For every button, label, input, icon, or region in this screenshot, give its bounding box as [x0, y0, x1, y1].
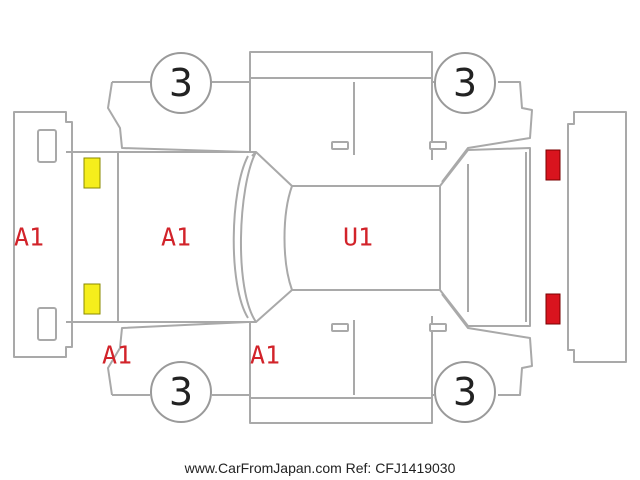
- tire-front-right: 3: [150, 361, 212, 423]
- front-fog-light-lower: [83, 283, 101, 315]
- footer-reference: www.CarFromJapan.com Ref: CFJ1419030: [184, 460, 456, 476]
- mark-front-door-lower: A1: [250, 341, 280, 370]
- tire-rear-right: 3: [434, 361, 496, 423]
- mark-front-bumper: A1: [14, 223, 44, 252]
- tire-rear-right-label: 3: [453, 370, 477, 414]
- front-fog-light-upper: [83, 157, 101, 189]
- car-body-top-view: [66, 147, 531, 327]
- tire-front-left-label: 3: [169, 61, 193, 105]
- tire-front-left: 3: [150, 52, 212, 114]
- rear-tail-light-lower: [545, 293, 561, 325]
- side-panel-bottom: [107, 293, 533, 424]
- rear-tail-light-upper: [545, 149, 561, 181]
- tire-front-right-label: 3: [169, 370, 193, 414]
- tire-rear-left: 3: [434, 52, 496, 114]
- mark-roof: U1: [343, 223, 373, 252]
- side-panel-top: [107, 51, 533, 183]
- tire-rear-left-label: 3: [453, 61, 477, 105]
- mark-front-fender-lower: A1: [102, 341, 132, 370]
- rear-bumper: [567, 111, 627, 363]
- front-bumper: [13, 111, 73, 358]
- mark-hood: A1: [161, 223, 191, 252]
